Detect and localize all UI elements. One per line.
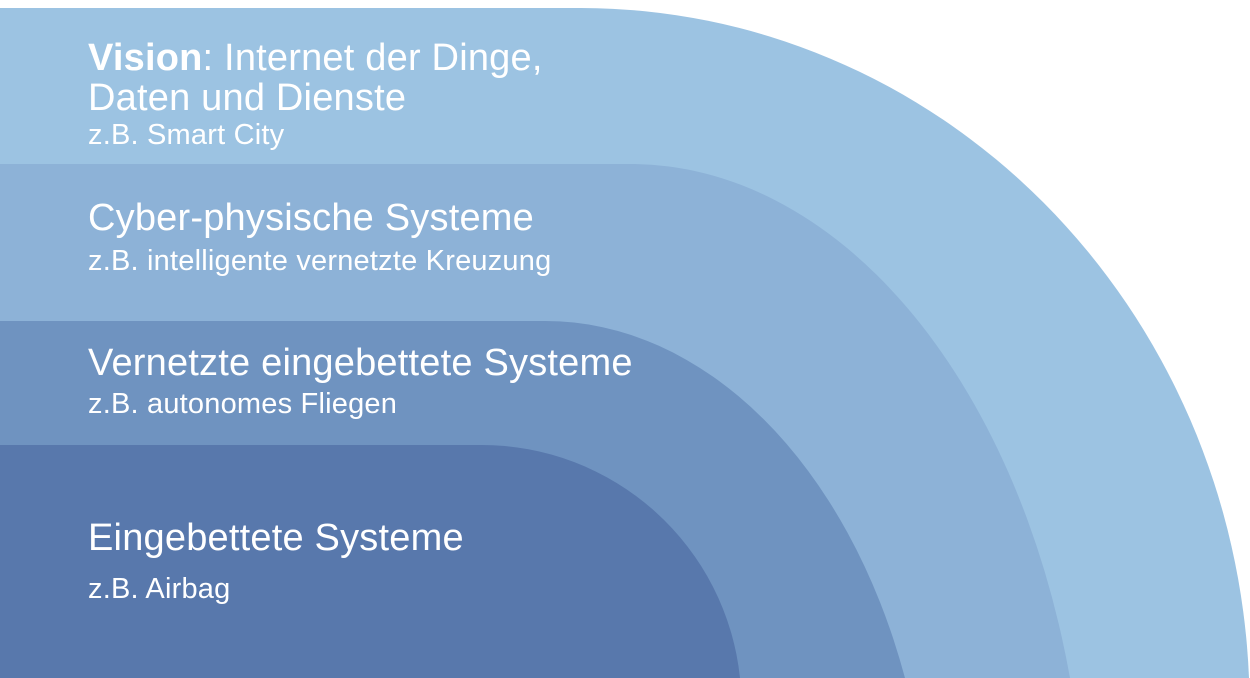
band-cyber-physische-systeme-subtitle: z.B. intelligente vernetzte Kreuzung bbox=[88, 245, 552, 277]
band-vernetzte-eingebettete-systeme-subtitle: z.B. autonomes Fliegen bbox=[88, 388, 398, 420]
band-vision-title-rest: : Internet der Dinge, bbox=[202, 37, 543, 79]
band-eingebettete-systeme-title: Eingebettete Systeme bbox=[88, 517, 464, 559]
band-vision-label: Vision: Internet der Dinge, Daten und Di… bbox=[88, 38, 543, 152]
band-cyber-physische-systeme-label: Cyber-physische Systeme z.B. intelligent… bbox=[88, 198, 551, 278]
band-vision-title-line2: Daten und Dienste bbox=[88, 77, 407, 119]
band-eingebettete-systeme-shape bbox=[0, 444, 740, 678]
band-cyber-physische-systeme-title: Cyber-physische Systeme bbox=[88, 197, 534, 239]
band-eingebettete-systeme-subtitle: z.B. Airbag bbox=[88, 573, 231, 605]
band-vision-subtitle: z.B. Smart City bbox=[88, 119, 285, 151]
band-vernetzte-eingebettete-systeme-label: Vernetzte eingebettete Systeme z.B. auto… bbox=[88, 343, 633, 421]
band-vision-title-bold: Vision bbox=[88, 37, 203, 79]
band-vernetzte-eingebettete-systeme-title: Vernetzte eingebettete Systeme bbox=[88, 342, 633, 384]
band-eingebettete-systeme-label: Eingebettete Systeme z.B. Airbag bbox=[88, 518, 464, 606]
band-vision-title-line1: Vision: Internet der Dinge, bbox=[88, 38, 543, 78]
